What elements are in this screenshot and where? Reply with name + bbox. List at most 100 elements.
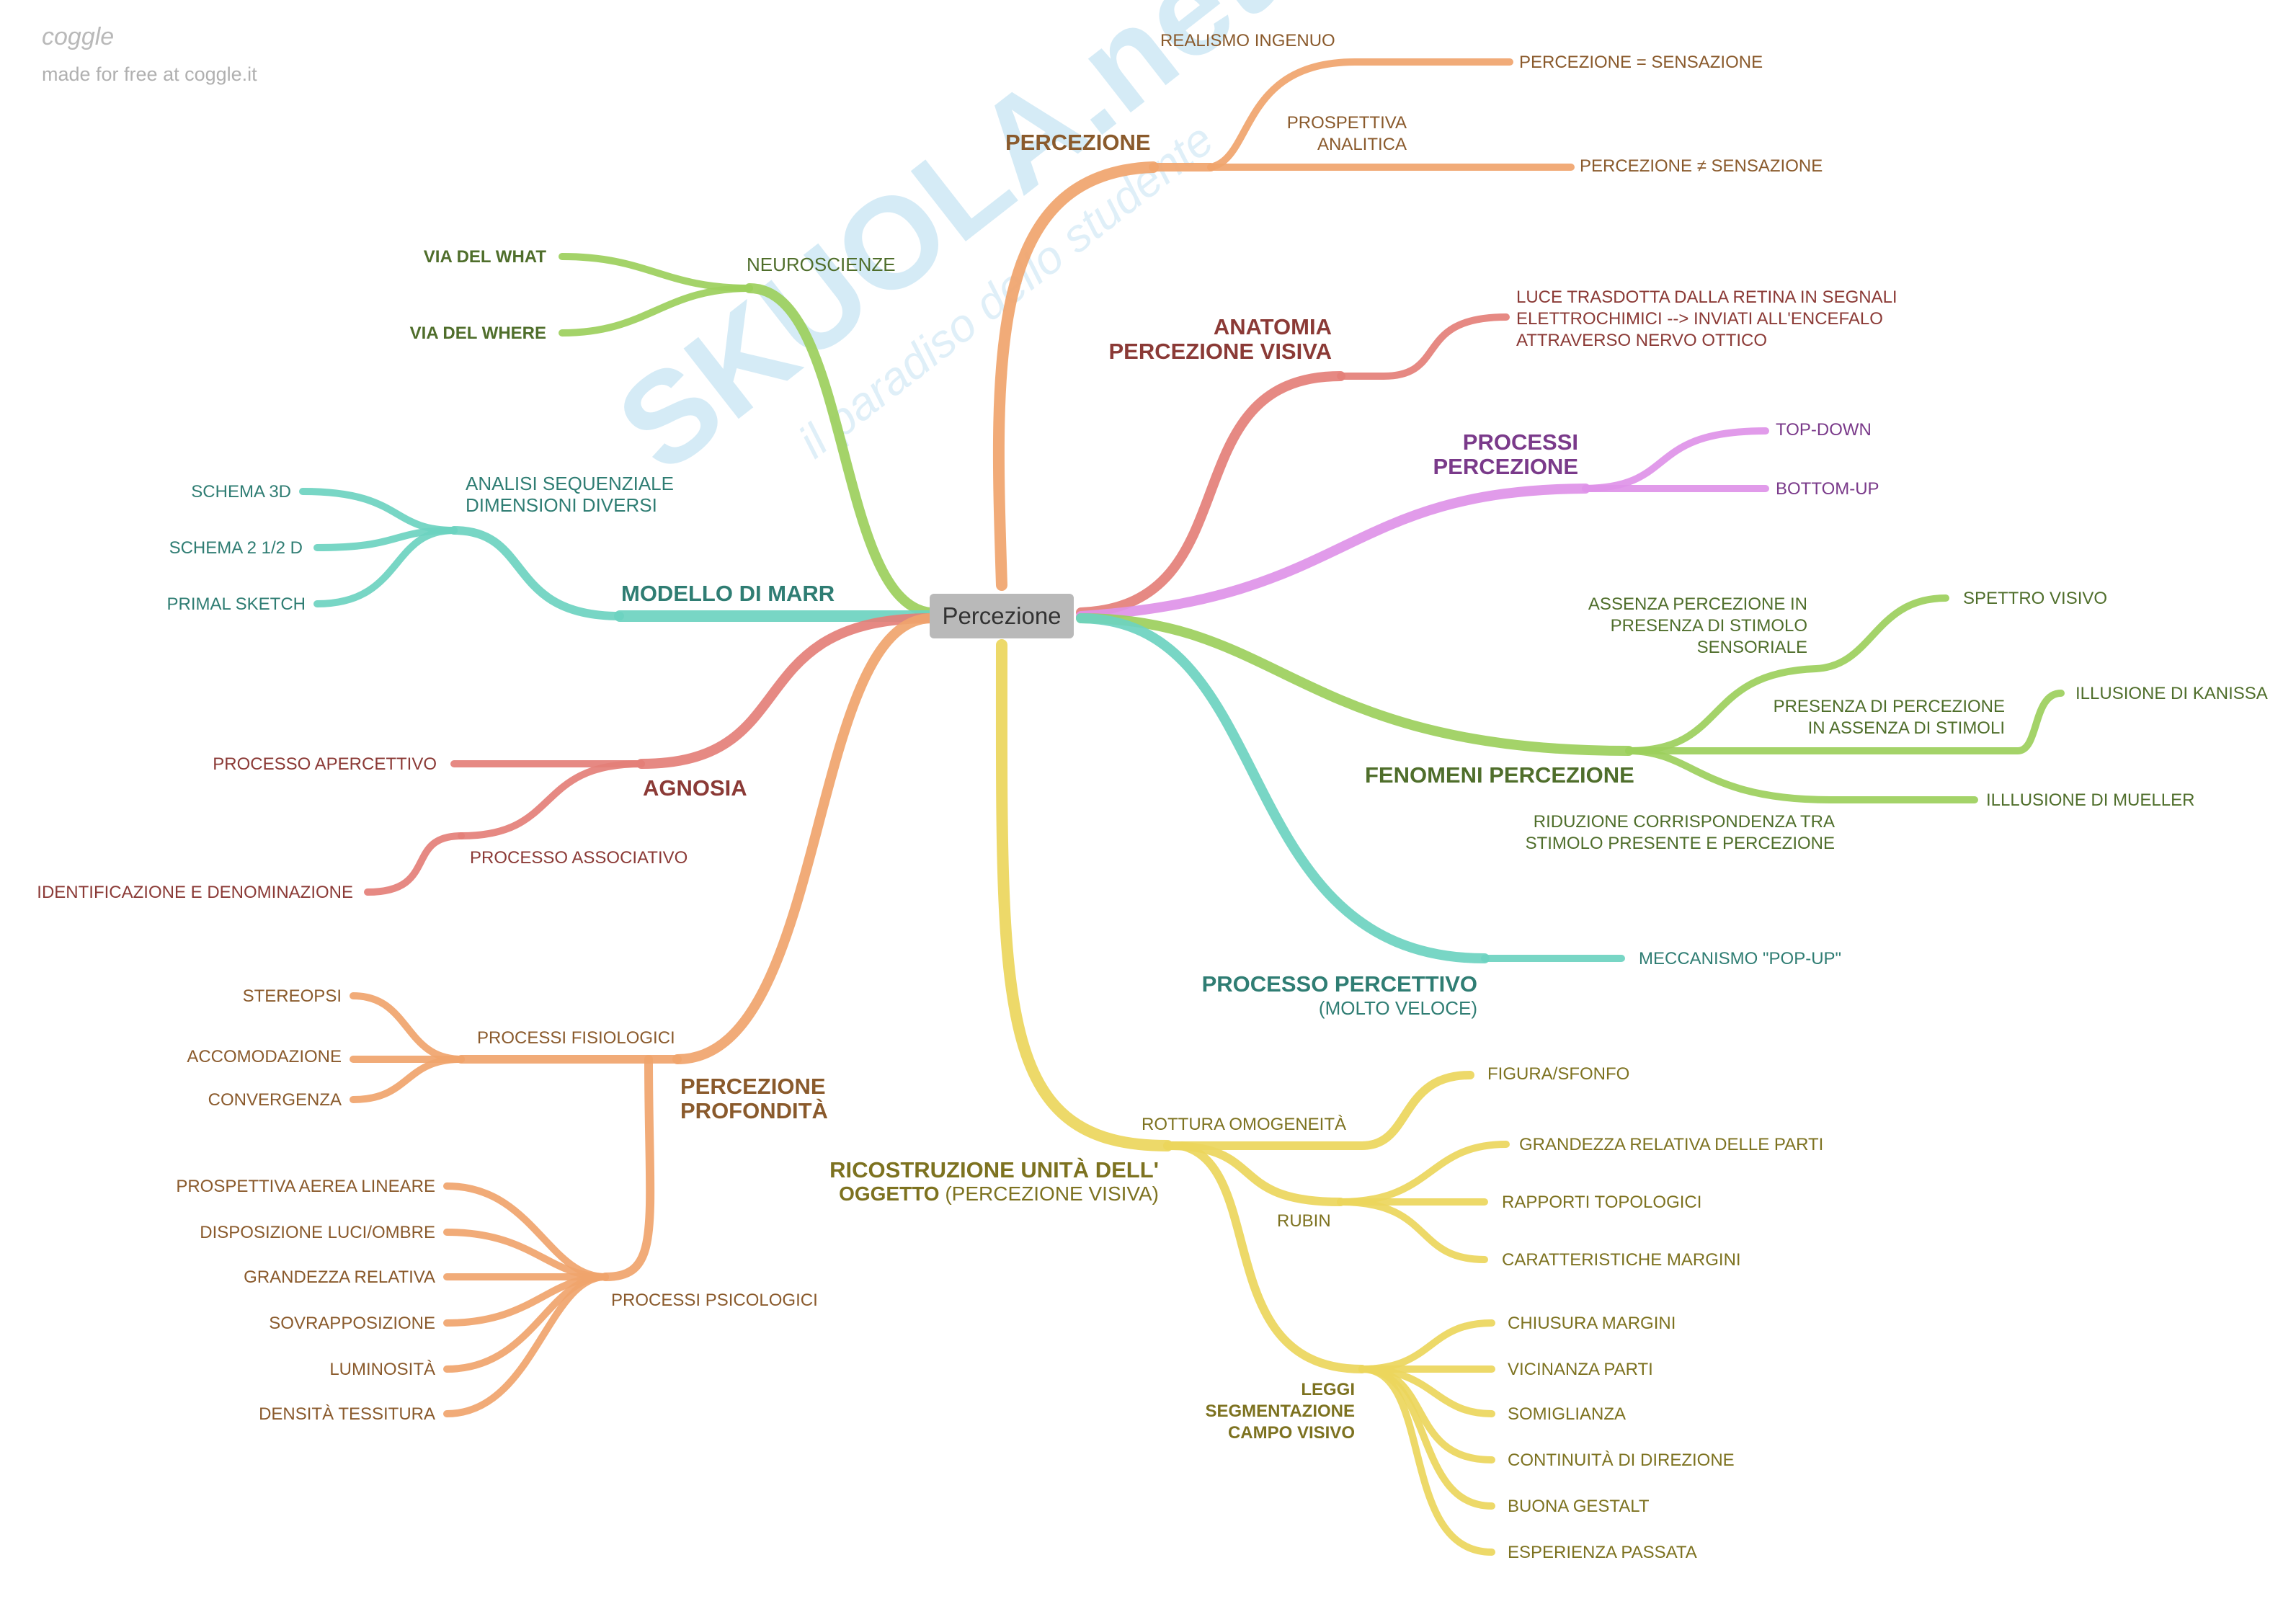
analisi-line2[interactable]: DIMENSIONI DIVERSI <box>466 494 657 516</box>
apercettivo-item[interactable]: PROCESSO APERCETTIVO <box>213 754 437 774</box>
psicologici-label[interactable]: PROCESSI PSICOLOGICI <box>611 1291 818 1310</box>
percettivo-node[interactable]: PROCESSO PERCETTIVO (MOLTO VELOCE) MECCA… <box>1202 949 1841 1019</box>
pop-up-item[interactable]: MECCANISMO "POP-UP" <box>1639 949 1841 968</box>
mueller-item[interactable]: ILLLUSIONE DI MUELLER <box>1986 790 2194 810</box>
prospettiva-analitica-line2[interactable]: ANALITICA <box>1317 135 1407 154</box>
profondita-title-line1: PERCEZIONE <box>680 1074 826 1099</box>
schema-2-5d-item[interactable]: SCHEMA 2 1/2 D <box>169 538 303 558</box>
made-with-link[interactable]: made for free at coggle.it <box>42 63 257 85</box>
branch-processo-percettivo <box>1076 613 1625 963</box>
schema-3d-item[interactable]: SCHEMA 3D <box>191 482 291 502</box>
fisiologici-item-2[interactable]: ACCOMODAZIONE <box>187 1047 342 1066</box>
leggi-line2: SEGMENTAZIONE <box>1205 1402 1355 1421</box>
root-node[interactable]: Percezione <box>930 594 1074 638</box>
leggi-item-5[interactable]: BUONA GESTALT <box>1508 1497 1650 1516</box>
fenomeni-title: FENOMENI PERCEZIONE <box>1365 762 1634 788</box>
riduzione-line2[interactable]: STIMOLO PRESENTE E PERCEZIONE <box>1526 834 1835 853</box>
branch-ricostruzione <box>995 639 1510 1556</box>
top-down-item[interactable]: TOP-DOWN <box>1776 420 1872 440</box>
watermark-brand: SKUOLA.net <box>592 0 1294 499</box>
profondita-title-line2: PROFONDITÀ <box>680 1098 828 1123</box>
anatomia-leaf-line1[interactable]: LUCE TRASDOTTA DALLA RETINA IN SEGNALI <box>1516 288 1897 307</box>
leggi-item-6[interactable]: ESPERIENZA PASSATA <box>1508 1543 1697 1562</box>
branch-profondita <box>350 613 936 1417</box>
fenomeni-node[interactable]: FENOMENI PERCEZIONE ASSENZA PERCEZIONE I… <box>1365 589 2268 853</box>
branch-marr <box>299 488 937 622</box>
branch-percezione <box>992 58 1575 591</box>
psicologici-item-4[interactable]: SOVRAPPOSIZIONE <box>269 1314 435 1333</box>
root-box <box>930 594 1074 638</box>
percezione-title: PERCEZIONE <box>1005 130 1151 155</box>
processi-node[interactable]: PROCESSI PERCEZIONE TOP-DOWN BOTTOM-UP <box>1433 420 1879 499</box>
leggi-item-4[interactable]: CONTINUITÀ DI DIREZIONE <box>1508 1451 1735 1470</box>
leggi-line3: CAMPO VISIVO <box>1228 1423 1355 1443</box>
processi-title-line2: PERCEZIONE <box>1433 454 1578 479</box>
percettivo-title: PROCESSO PERCETTIVO <box>1202 971 1477 997</box>
anatomia-title-line2: PERCEZIONE VISIVA <box>1109 339 1332 364</box>
ricostruzione-title-line1: RICOSTRUZIONE UNITÀ DELL' <box>829 1157 1159 1182</box>
analisi-line1[interactable]: ANALISI SEQUENZIALE <box>466 473 674 494</box>
fisiologici-label[interactable]: PROCESSI FISIOLOGICI <box>477 1028 675 1048</box>
branch-fenomeni <box>1076 594 2065 803</box>
leggi-item-3[interactable]: SOMIGLIANZA <box>1508 1404 1626 1424</box>
fisiologici-item-1[interactable]: STEREOPSI <box>243 986 342 1006</box>
branch-agnosia <box>364 613 936 896</box>
ricostruzione-title-line2: OGGETTO (PERCEZIONE VISIVA) <box>839 1182 1159 1205</box>
branch-anatomia <box>1076 313 1510 618</box>
percezione-uguale-sensazione[interactable]: PERCEZIONE = SENSAZIONE <box>1519 53 1763 72</box>
leggi-item-2[interactable]: VICINANZA PARTI <box>1508 1360 1653 1379</box>
rubin-item-2[interactable]: RAPPORTI TOPOLOGICI <box>1502 1193 1701 1212</box>
presenza-line2[interactable]: IN ASSENZA DI STIMOLI <box>1808 718 2005 738</box>
anatomia-leaf-line3[interactable]: ATTRAVERSO NERVO OTTICO <box>1516 331 1767 350</box>
coggle-logo[interactable]: coggle <box>42 23 114 50</box>
psicologici-item-2[interactable]: DISPOSIZIONE LUCI/OMBRE <box>200 1223 435 1242</box>
psicologici-item-1[interactable]: PROSPETTIVA AEREA LINEARE <box>176 1177 435 1196</box>
psicologici-item-3[interactable]: GRANDEZZA RELATIVA <box>244 1267 435 1287</box>
assenza-line2[interactable]: PRESENZA DI STIMOLO <box>1611 616 1807 636</box>
root-label: Percezione <box>942 602 1061 629</box>
percezione-diverso-sensazione[interactable]: PERCEZIONE ≠ SENSAZIONE <box>1580 156 1823 176</box>
assenza-line3[interactable]: SENSORIALE <box>1697 638 1807 657</box>
ricostruzione-visiva: (PERCEZIONE VISIVA) <box>940 1182 1159 1205</box>
neuroscienze-title: NEUROSCIENZE <box>747 254 896 275</box>
processi-title-line1: PROCESSI <box>1463 429 1578 455</box>
marr-title: MODELLO DI MARR <box>621 581 835 606</box>
marr-node[interactable]: MODELLO DI MARR ANALISI SEQUENZIALE DIME… <box>167 473 835 614</box>
profondita-node[interactable]: PERCEZIONE PROFONDITÀ PROCESSI FISIOLOGI… <box>176 986 828 1424</box>
rubin-label[interactable]: RUBIN <box>1277 1211 1331 1231</box>
fisiologici-item-3[interactable]: CONVERGENZA <box>208 1090 342 1110</box>
branch-neuroscienze <box>559 253 936 618</box>
via-what-item[interactable]: VIA DEL WHAT <box>424 247 547 267</box>
identificazione-item[interactable]: IDENTIFICAZIONE E DENOMINAZIONE <box>37 883 353 902</box>
psicologici-item-5[interactable]: LUMINOSITÀ <box>329 1360 435 1379</box>
leggi-item-1[interactable]: CHIUSURA MARGINI <box>1508 1314 1676 1333</box>
bottom-up-item[interactable]: BOTTOM-UP <box>1776 479 1879 499</box>
realismo-ingenuo-label[interactable]: REALISMO INGENUO <box>1160 31 1335 50</box>
neuroscienze-node[interactable]: NEUROSCIENZE VIA DEL WHAT VIA DEL WHERE <box>410 247 896 343</box>
anatomia-leaf-line2[interactable]: ELETTROCHIMICI --> INVIATI ALL'ENCEFALO <box>1516 309 1883 329</box>
kanissa-item[interactable]: ILLUSIONE DI KANISSA <box>2075 684 2268 703</box>
figura-sfondo-item[interactable]: FIGURA/SFONFO <box>1487 1064 1629 1084</box>
riduzione-line1[interactable]: RIDUZIONE CORRISPONDENZA TRA <box>1534 812 1835 832</box>
spettro-visivo-item[interactable]: SPETTRO VISIVO <box>1963 589 2107 608</box>
branch-processi <box>1076 427 1769 621</box>
ricostruzione-oggetto: OGGETTO <box>839 1182 940 1205</box>
agnosia-node[interactable]: AGNOSIA PROCESSO APERCETTIVO PROCESSO AS… <box>37 754 747 902</box>
assenza-line1[interactable]: ASSENZA PERCEZIONE IN <box>1588 594 1807 614</box>
ricostruzione-node[interactable]: RICOSTRUZIONE UNITÀ DELL' OGGETTO (PERCE… <box>829 1064 1823 1562</box>
presenza-line1[interactable]: PRESENZA DI PERCEZIONE <box>1774 697 2005 716</box>
agnosia-title: AGNOSIA <box>643 775 747 801</box>
prospettiva-analitica-line1[interactable]: PROSPETTIVA <box>1287 113 1407 133</box>
percettivo-subtitle: (MOLTO VELOCE) <box>1319 997 1477 1019</box>
rubin-item-3[interactable]: CARATTERISTICHE MARGINI <box>1502 1250 1741 1270</box>
psicologici-item-6[interactable]: DENSITÀ TESSITURA <box>259 1404 435 1424</box>
via-where-item[interactable]: VIA DEL WHERE <box>410 324 546 343</box>
rubin-item-1[interactable]: GRANDEZZA RELATIVA DELLE PARTI <box>1519 1135 1823 1154</box>
primal-sketch-item[interactable]: PRIMAL SKETCH <box>167 594 306 614</box>
anatomia-node[interactable]: ANATOMIA PERCEZIONE VISIVA LUCE TRASDOTT… <box>1109 288 1897 364</box>
percezione-node[interactable]: PERCEZIONE REALISMO INGENUO PERCEZIONE =… <box>1005 31 1823 176</box>
leggi-line1: LEGGI <box>1301 1380 1355 1399</box>
associativo-item[interactable]: PROCESSO ASSOCIATIVO <box>470 848 688 868</box>
rottura-label[interactable]: ROTTURA OMOGENEITÀ <box>1142 1115 1346 1134</box>
